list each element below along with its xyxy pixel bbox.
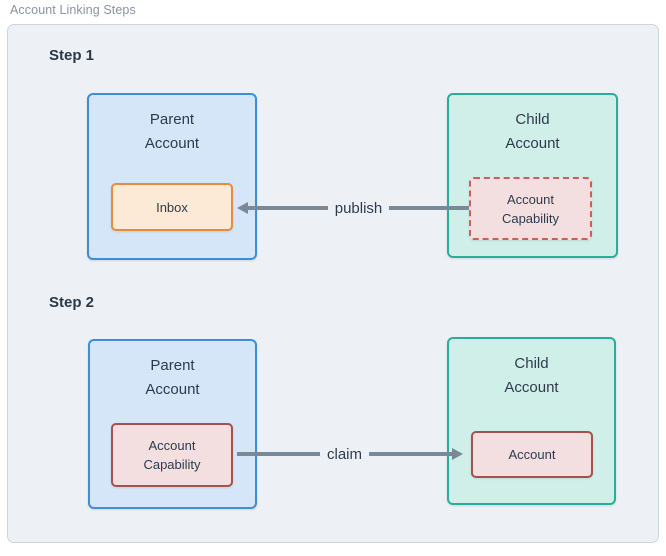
step1-publish-arrow: publish [237,197,470,219]
step2-account-box: Account [471,431,593,478]
arrow-line [389,206,470,210]
arrowhead-left-icon [237,202,248,214]
arrow-line [248,206,328,210]
step1-inbox-box: Inbox [111,183,233,231]
diagram-panel: Step 1 Parent Account Inbox Child Accoun… [7,24,659,543]
step1-child-account-title: Child Account [505,111,560,152]
arrowhead-right-icon [452,448,464,460]
step2-arrow-label: claim [327,445,363,463]
step1-arrow-label: publish [334,199,383,217]
step2-account-capability-box: Account Capability [111,423,233,487]
step2-child-account-title: Child Account [504,355,559,396]
step-2-heading: Step 2 [49,294,95,311]
step2-parent-account-title: Parent Account [145,357,200,398]
step1-parent-account-title: Parent Account [144,111,200,152]
step1-account-capability-box: Account Capability [469,177,592,240]
step-1-heading: Step 1 [49,47,95,64]
step2-child-account-node: Child Account [447,337,616,505]
arrow-line [237,452,320,456]
step2-claim-arrow: claim [237,443,464,465]
arrow-line [369,452,453,456]
diagram-title: Account Linking Steps [10,3,136,17]
step1-parent-account-node: Parent Account [87,93,257,260]
